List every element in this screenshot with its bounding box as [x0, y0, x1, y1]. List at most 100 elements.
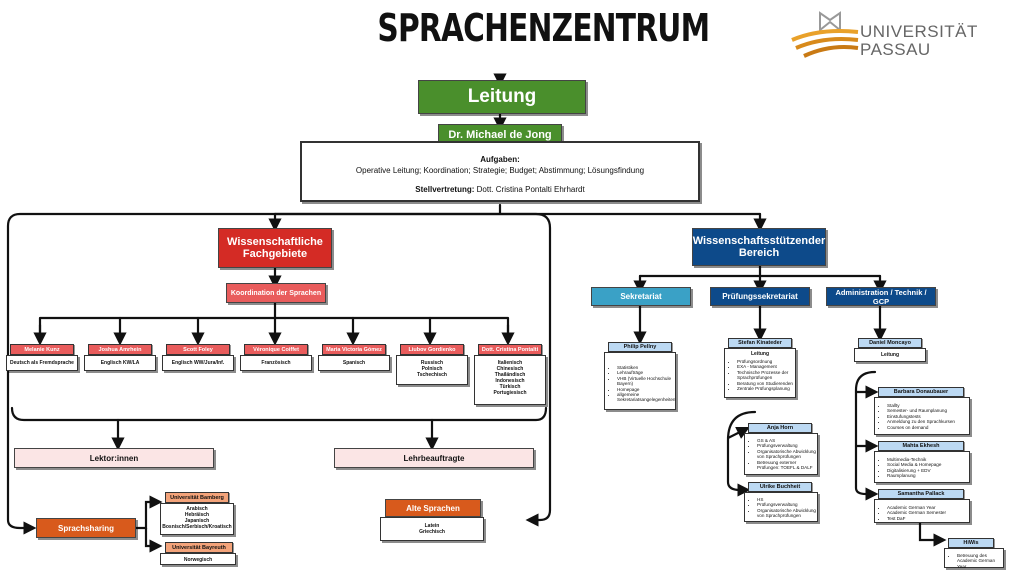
kinateder-role: Leitung — [750, 351, 770, 357]
aufgaben-text: Operative Leitung; Koordination; Strateg… — [355, 166, 645, 175]
lecturer-header: Joshua Amrhein — [88, 344, 152, 355]
horn-item: Organisatorische Abwicklung von Sprachpr… — [757, 449, 817, 460]
kinateder-item: Technische Prozesse der Sprachprüfungen — [737, 370, 795, 381]
horn-item: Betreuung externer Prüfungen: TOEFL & DA… — [757, 460, 817, 471]
donaubauer-list: Stallty Semester- und Raumplanung Einstu… — [875, 403, 969, 430]
pallack-item: Test DaF — [887, 516, 969, 521]
pallack-list: Academic German Year Academic German Sem… — [875, 505, 969, 521]
ekhesh-header: Mahta Ekhesh — [878, 441, 964, 451]
pellny-item: Homepage — [617, 387, 675, 392]
horn-card: GS & AS Prüfungsverwaltung Organisatoris… — [744, 433, 818, 475]
bamberg-card: Arabisch Hebräisch Japanisch Bosnisch/Se… — [160, 503, 234, 535]
lecturer-language: Englisch KW/LA — [100, 360, 140, 366]
wf-title2: Fachgebiete — [242, 248, 308, 260]
lecturer-language: Polnisch — [421, 366, 443, 372]
moncayo-role: Leitung — [880, 352, 900, 358]
aufgaben-label: Aufgaben: — [480, 155, 520, 164]
lecturer-card: Spanisch — [318, 355, 390, 371]
buchheit-item: Prüfungsverwaltung — [757, 502, 817, 507]
pallack-card: Academic German Year Academic German Sem… — [874, 499, 970, 523]
lecturer-language: Italienisch — [497, 360, 523, 366]
buchheit-item: Organisatorische Abwicklung von Sprachpr… — [757, 508, 817, 519]
kinateder-item: Beratung von Studierenden — [737, 381, 795, 386]
kinateder-card: Leitung Prüfungsordnung EXA - Management… — [724, 348, 796, 398]
pellny-item: allgemeine Sekretariatsangelegenheiten — [617, 392, 676, 403]
lecturer-card: Englisch WW/Jura/Inf. — [162, 355, 234, 371]
donaubauer-item: Anmeldung zu den Sprachkursen — [887, 419, 969, 424]
bayreuth-card: Norwegisch — [160, 553, 236, 565]
donaubauer-card: Stallty Semester- und Raumplanung Einstu… — [874, 397, 970, 435]
logo-line2: PASSAU — [860, 40, 931, 59]
ekhesh-list: Multimedia-Technik Social Media & Homepa… — [875, 457, 969, 479]
logo-line1: UNIVERSITÄT — [860, 22, 978, 41]
buchheit-item: HS — [757, 497, 817, 502]
ekhesh-item: Social Media & Homepage — [887, 462, 969, 467]
lecturer-language: Chinesisch — [496, 366, 524, 372]
lektor-box: Lektor:innen — [14, 448, 214, 468]
pallack-item: Academic German Year — [887, 505, 969, 510]
ekhesh-item: Raumplanung — [887, 473, 969, 478]
buchheit-card: HS Prüfungsverwaltung Organisatorische A… — [744, 492, 818, 522]
hiwis-card: Betreuung des Academic German Year — [944, 548, 1004, 569]
horn-list: GS & AS Prüfungsverwaltung Organisatoris… — [745, 438, 817, 470]
kinateder-header: Stefan Kinateder — [728, 338, 792, 348]
buchheit-header: Ulrike Buchheit — [748, 482, 812, 492]
stellvertretung: Stellvertretung: Dott. Cristina Pontalti… — [415, 185, 584, 194]
wissenschaftsstuetzender-bereich: Wissenschaftsstützender Bereich — [692, 228, 826, 266]
pallack-item: Academic German Semester — [887, 510, 969, 515]
pellny-header: Philip Pellny — [608, 342, 672, 352]
lecturer-header: Maria Victoria Gómez — [322, 344, 386, 355]
lecturer-language: Deutsch als Fremdsprache — [10, 360, 74, 366]
sprachsharing-box: Sprachsharing — [36, 518, 136, 538]
kinateder-item: Prüfungsordnung — [737, 359, 795, 364]
stv-name: Dott. Cristina Pontalti Ehrhardt — [474, 185, 585, 194]
logo-icon — [791, 11, 859, 58]
pruefungssekretariat-box: Prüfungssekretariat — [710, 287, 810, 306]
lecturer-language: Indonesisch — [495, 378, 525, 384]
ekhesh-item: Digitalisierung + EDV — [887, 468, 969, 473]
pellny-item: Statistiken — [617, 365, 675, 370]
bayreuth-lang-1: Norwegisch — [183, 557, 213, 563]
pallack-header: Samantha Pallack — [878, 489, 964, 499]
lecturer-language: Portugiesisch — [493, 390, 527, 396]
pellny-list: Statistiken Lehraufträge VHB (Virtuelle … — [605, 365, 676, 403]
donaubauer-item: Stallty — [887, 403, 969, 408]
university-logo: UNIVERSITÄT PASSAU — [790, 10, 980, 60]
horn-item: Prüfungsverwaltung — [757, 443, 817, 448]
page-title: SPRACHENZENTRUM — [377, 6, 710, 50]
donaubauer-header: Barbara Donaubauer — [878, 387, 964, 397]
horn-header: Anja Horn — [748, 423, 812, 433]
pellny-card: Statistiken Lehraufträge VHB (Virtuelle … — [604, 352, 676, 410]
lecturer-language: Französisch — [261, 360, 291, 366]
bamberg-header: Universität Bamberg — [165, 492, 229, 503]
lecturer-language: Thailändisch — [494, 372, 526, 378]
lecturer-card: Französisch — [240, 355, 312, 371]
moncayo-header: Daniel Moncayo — [858, 338, 922, 348]
wissenschaftliche-fachgebiete: Wissenschaftliche Fachgebiete — [218, 228, 332, 268]
lecturer-language: Spanisch — [342, 360, 366, 366]
kinateder-item: Zentrale Prüfungsplanung — [737, 386, 795, 391]
alte-sprachen-card: Latein Griechisch — [380, 517, 484, 541]
buchheit-list: HS Prüfungsverwaltung Organisatorische A… — [745, 497, 817, 519]
bamberg-lang-3: Japanisch — [184, 518, 210, 524]
lecturer-header: Dott. Cristina Pontalti — [478, 344, 542, 355]
ekhesh-item: Multimedia-Technik — [887, 457, 969, 462]
lehrbeauftragte-box: Lehrbeauftragte — [334, 448, 534, 468]
sekretariat-box: Sekretariat — [591, 287, 691, 306]
alte-sprachen-box: Alte Sprachen — [385, 499, 481, 517]
donaubauer-item: Courses on demand — [887, 425, 969, 430]
wb-title1: Wissenschaftsstützender — [692, 235, 826, 247]
pellny-item: Lehraufträge — [617, 370, 675, 375]
stv-label: Stellvertretung: — [415, 185, 475, 194]
leitung-box: Leitung — [418, 80, 586, 114]
bamberg-lang-4: Bosnisch/Serbisch/Kroatisch — [162, 524, 232, 530]
horn-item: GS & AS — [757, 438, 817, 443]
aufgaben-box: Aufgaben: Operative Leitung; Koordinatio… — [300, 141, 700, 202]
kinateder-item: EXA - Management — [737, 364, 795, 369]
koordination-box: Koordination der Sprachen — [226, 283, 326, 303]
lecturer-header: Liubov Gordienko — [400, 344, 464, 355]
moncayo-card: Leitung — [854, 348, 926, 362]
ekhesh-card: Multimedia-Technik Social Media & Homepa… — [874, 451, 970, 483]
